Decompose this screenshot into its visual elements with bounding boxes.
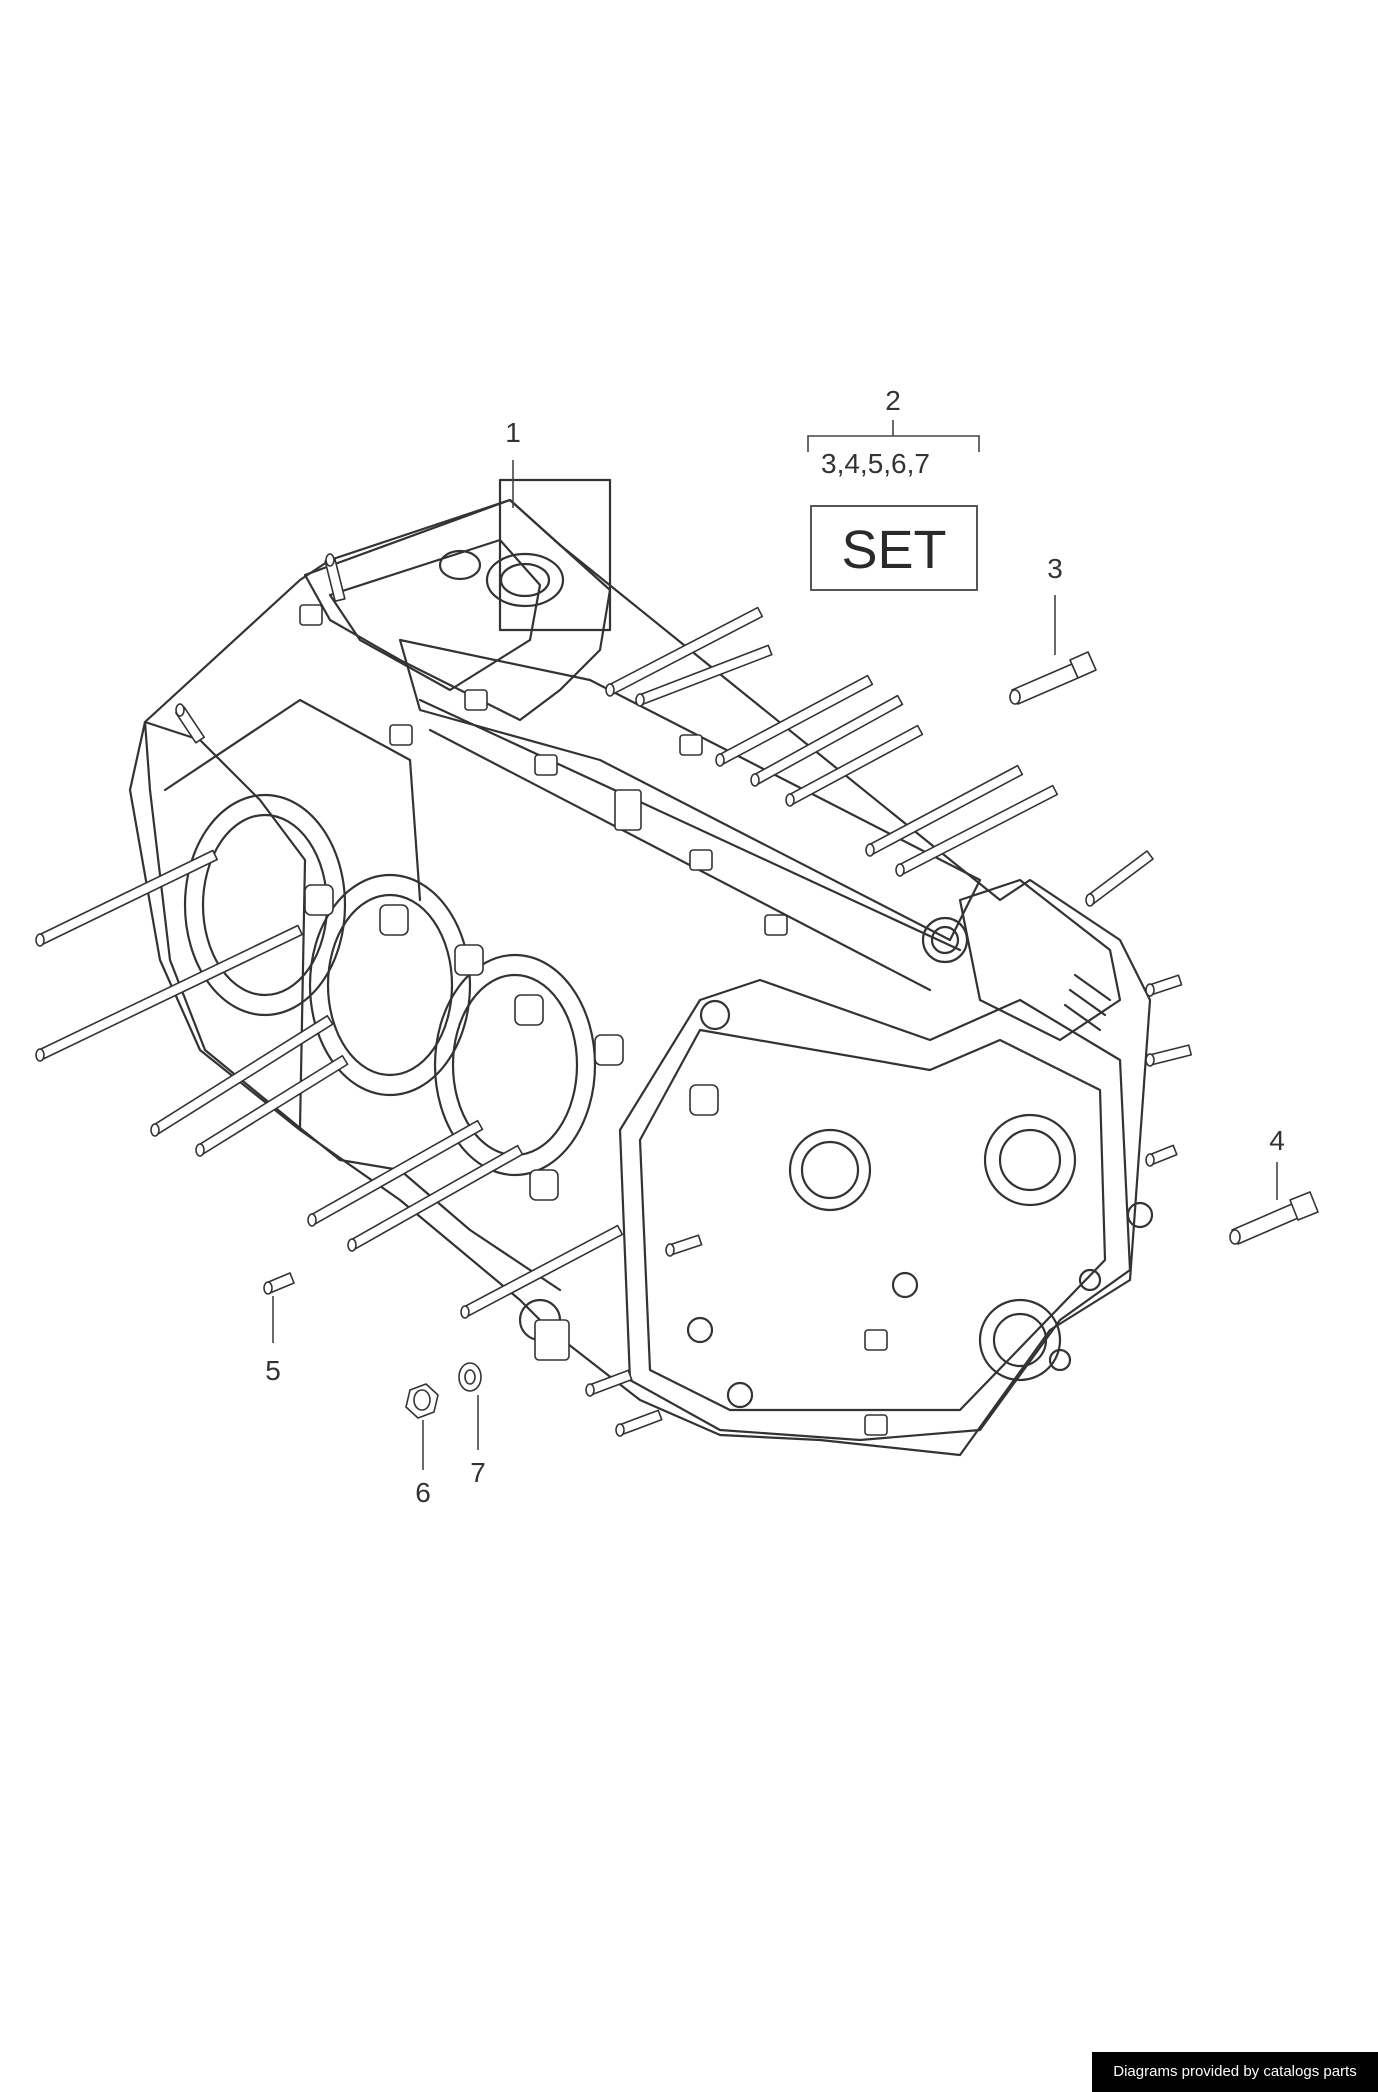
stud-15 — [1086, 850, 1154, 905]
set-box — [810, 505, 978, 591]
stud-end-17 — [325, 553, 335, 567]
crankcase-nuts — [299, 604, 888, 1436]
stud-12 — [786, 724, 924, 806]
stud-10 — [716, 674, 874, 766]
stud-22 — [617, 1409, 663, 1436]
callout-6: 6 — [415, 1477, 431, 1508]
stud-end-20 — [1145, 1153, 1155, 1167]
stud-end-7 — [460, 1305, 470, 1319]
bolt-part-3 — [1009, 651, 1097, 705]
stud-end-23 — [665, 1243, 675, 1257]
footer-credit: Diagrams provided by catalogs parts — [1092, 2052, 1378, 2092]
stud-end-14 — [895, 863, 905, 877]
stud-end-19 — [1145, 1053, 1155, 1067]
stud-19 — [1147, 1044, 1193, 1066]
callout-2: 2 — [885, 385, 901, 416]
crankcase-drawing — [128, 478, 1154, 1457]
dowel-pin-part-5 — [263, 1272, 295, 1295]
callout-7: 7 — [470, 1457, 486, 1488]
through-bolts — [35, 553, 1193, 1437]
callout-3: 3 — [1047, 553, 1063, 584]
stud-end-2 — [35, 1048, 45, 1062]
stud-end-13 — [865, 843, 875, 857]
callout-2-parts: 3,4,5,6,7 — [821, 448, 930, 479]
stud-end-16 — [175, 703, 185, 717]
callout-5: 5 — [265, 1355, 281, 1386]
stud-end-11 — [750, 773, 760, 787]
stud-21 — [587, 1369, 633, 1396]
stud-end-4 — [195, 1143, 205, 1157]
stud-4 — [196, 1054, 349, 1156]
stud-end-12 — [785, 793, 795, 807]
washer-part-7 — [458, 1362, 482, 1392]
stud-2 — [37, 924, 303, 1061]
stud-end-21 — [585, 1383, 595, 1397]
nut-part-6 — [405, 1383, 439, 1419]
stud-end-9 — [635, 693, 645, 707]
stud-5 — [308, 1119, 484, 1226]
stud-end-3 — [150, 1123, 160, 1137]
stud-6 — [348, 1144, 524, 1251]
stud-9 — [637, 644, 773, 706]
stud-end-6 — [347, 1238, 357, 1252]
callout-4: 4 — [1269, 1125, 1285, 1156]
set-label: SET — [841, 520, 946, 580]
bolt-part-4 — [1229, 1191, 1319, 1245]
stud-end-8 — [605, 683, 615, 697]
stud-end-5 — [307, 1213, 317, 1227]
callout-1: 1 — [505, 417, 521, 448]
stud-3 — [151, 1014, 334, 1136]
leader-lines — [272, 420, 1278, 1470]
stud-end-15 — [1085, 893, 1095, 907]
stud-end-22 — [615, 1423, 625, 1437]
stud-end-18 — [1145, 983, 1155, 997]
stud-end-1 — [35, 933, 45, 947]
stud-end-10 — [715, 753, 725, 767]
stud-1 — [37, 849, 218, 946]
